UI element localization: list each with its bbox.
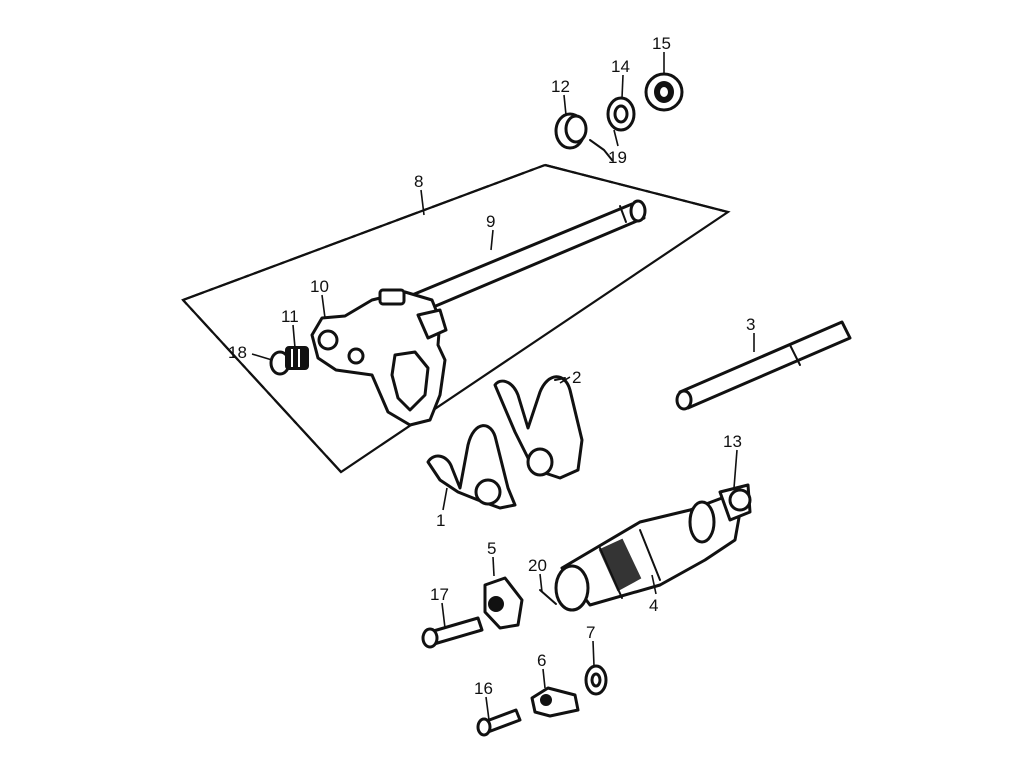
bolt-17: [421, 616, 484, 649]
callout-12: 12: [551, 77, 570, 96]
bearing-15: [644, 72, 684, 112]
callout-7: 7: [586, 623, 595, 642]
washer-14: [606, 96, 636, 132]
stopper-plate: [483, 576, 524, 630]
callout-14: 14: [611, 57, 630, 76]
callout-17: 17: [430, 585, 449, 604]
callout-3: 3: [746, 315, 755, 334]
callout-19: 19: [608, 148, 627, 167]
oil-seal-12: [554, 112, 613, 161]
callout-20: 20: [528, 556, 547, 575]
collar-7: [584, 664, 608, 696]
return-spring: [269, 346, 309, 376]
stopper-lever-6: [530, 686, 580, 718]
callout-labels: 1 2 3 4 5 6 7 8 9 10 11 12 13 14 15 16 1…: [228, 34, 755, 698]
bolt-16: [476, 708, 522, 737]
callout-9: 9: [486, 212, 495, 231]
leader-lines: [251, 52, 755, 721]
callout-15: 15: [652, 34, 671, 53]
callout-10: 10: [310, 277, 329, 296]
drum-end-cap: [718, 483, 752, 522]
callout-2: 2: [572, 368, 581, 387]
callout-16: 16: [474, 679, 493, 698]
pin-20: [539, 589, 557, 605]
shift-fork-2: [493, 375, 584, 480]
shift-fork-1: [426, 424, 517, 510]
callout-5: 5: [487, 539, 496, 558]
shift-arm: [310, 288, 448, 427]
callout-4: 4: [649, 596, 658, 615]
callout-1: 1: [436, 511, 445, 530]
callout-8: 8: [414, 172, 423, 191]
callout-6: 6: [537, 651, 546, 670]
callout-18: 18: [228, 343, 247, 362]
shift-shaft: [398, 199, 647, 318]
subassembly-frame: [181, 163, 731, 474]
shift-drum: [554, 496, 742, 612]
callout-13: 13: [723, 432, 742, 451]
fork-shaft: [675, 320, 852, 411]
callout-11: 11: [281, 307, 299, 326]
